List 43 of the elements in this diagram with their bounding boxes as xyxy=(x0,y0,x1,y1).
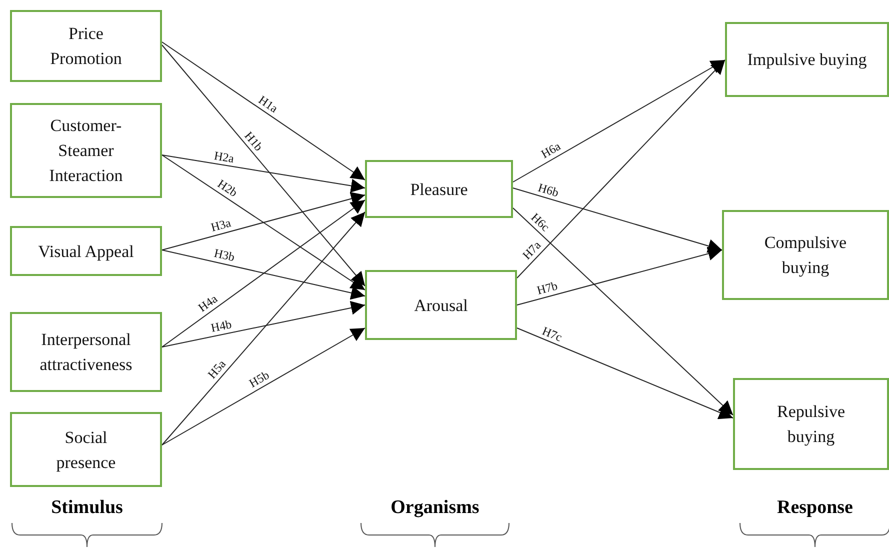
construct-box xyxy=(365,160,513,218)
construct-box xyxy=(365,270,517,340)
arrow xyxy=(162,212,366,446)
construct-box xyxy=(725,22,889,97)
arrow xyxy=(162,154,366,193)
arrow xyxy=(512,188,722,253)
edge-label: H7c xyxy=(540,324,564,344)
node-text: Customer-Steamer Interaction xyxy=(48,115,124,187)
node-text: Pleasure xyxy=(410,178,468,200)
arrow xyxy=(512,208,734,416)
arrow xyxy=(516,60,726,278)
construct-box xyxy=(10,412,162,487)
node-text: Impulsive buying xyxy=(747,49,867,71)
arrow xyxy=(162,328,366,446)
arrow xyxy=(162,300,366,348)
arrow xyxy=(162,154,366,290)
arrow xyxy=(162,250,366,300)
node-text: Social presence xyxy=(55,426,117,474)
stage-label: Stimulus xyxy=(50,497,124,519)
arrow xyxy=(162,44,366,286)
edge-label: H6b xyxy=(536,181,560,200)
arrow xyxy=(162,200,366,348)
node-text: Price Promotion xyxy=(49,23,123,70)
construct-box xyxy=(722,210,889,300)
construct-box xyxy=(10,10,162,82)
edge-label: H2a xyxy=(213,148,236,166)
node-text: Repulsive buying xyxy=(776,401,846,448)
construct-box xyxy=(10,226,162,276)
node-text: Arousal xyxy=(414,294,468,316)
node-text: Compulsive buying xyxy=(763,232,848,279)
arrow xyxy=(516,328,734,420)
arrow xyxy=(512,60,726,182)
node-text: Visual Appeal xyxy=(38,240,134,263)
construct-box xyxy=(10,312,162,392)
stage-label: Response xyxy=(776,497,854,519)
arrow xyxy=(162,192,366,250)
arrow xyxy=(162,42,366,180)
edge-label: H7b xyxy=(536,280,560,298)
construct-box xyxy=(733,378,889,470)
stage-label: Organisms xyxy=(390,497,480,519)
node-text: Interpersonal attractiveness xyxy=(38,329,134,376)
construct-box xyxy=(10,103,162,198)
arrow xyxy=(516,246,722,306)
